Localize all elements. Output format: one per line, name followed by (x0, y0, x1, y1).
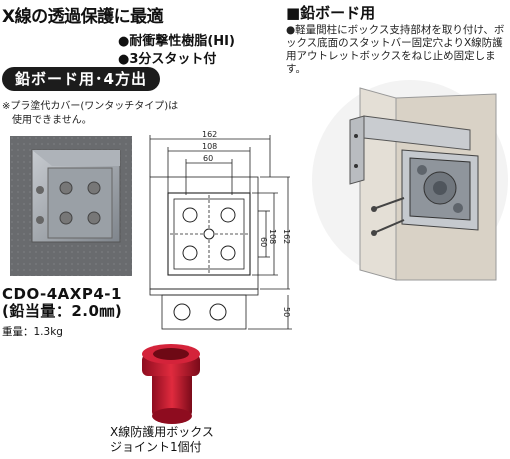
dim-60-top: 60 (203, 154, 213, 163)
cover-note: ※プラ塗代カバー(ワンタッチタイプ)は 使用できません。 (2, 100, 178, 128)
section-description: ●軽量間柱にボックス支持部材を取り付け、ボックス底面のスタットバー固定穴よりX線… (286, 24, 505, 75)
dimension-drawing: 162 108 60 60 108 162 50 (149, 130, 292, 330)
page-title: X線の透過保護に最適 (2, 7, 164, 27)
cover-note-line2: 使用できません。 (2, 115, 92, 126)
product-weight: 重量：1.3kg (2, 326, 63, 338)
section-title: ■鉛ボード用 (286, 4, 376, 22)
dim-50-side: 50 (282, 307, 291, 317)
cover-note-line1: ※プラ塗代カバー(ワンタッチタイプ)は (2, 101, 179, 112)
product-model: CDO-4AXP4-1 (鉛当量：2.0㎜) (2, 286, 122, 320)
installation-illustration (312, 80, 508, 281)
model-number: CDO-4AXP4-1 (2, 285, 122, 303)
joint-caption-line2: ジョイント1個付 (110, 440, 202, 454)
joint-photo (142, 344, 200, 424)
type-badge: 鉛ボード用･4方出 (2, 67, 160, 91)
dim-162-top: 162 (202, 130, 217, 139)
dim-108-side: 108 (268, 229, 277, 244)
feature-stud: ●3分スタット付 (118, 52, 217, 67)
feature-resin: ●耐衝撃性樹脂(HI) (118, 34, 235, 49)
lead-equivalent: (鉛当量：2.0㎜) (2, 302, 123, 320)
joint-caption: X線防護用ボックス ジョイント1個付 (110, 425, 214, 455)
joint-caption-line1: X線防護用ボックス (110, 425, 214, 439)
dim-60-side: 60 (259, 237, 268, 247)
dim-108-top: 108 (202, 142, 217, 151)
dim-162-side: 162 (282, 229, 291, 244)
product-photo (10, 136, 132, 276)
